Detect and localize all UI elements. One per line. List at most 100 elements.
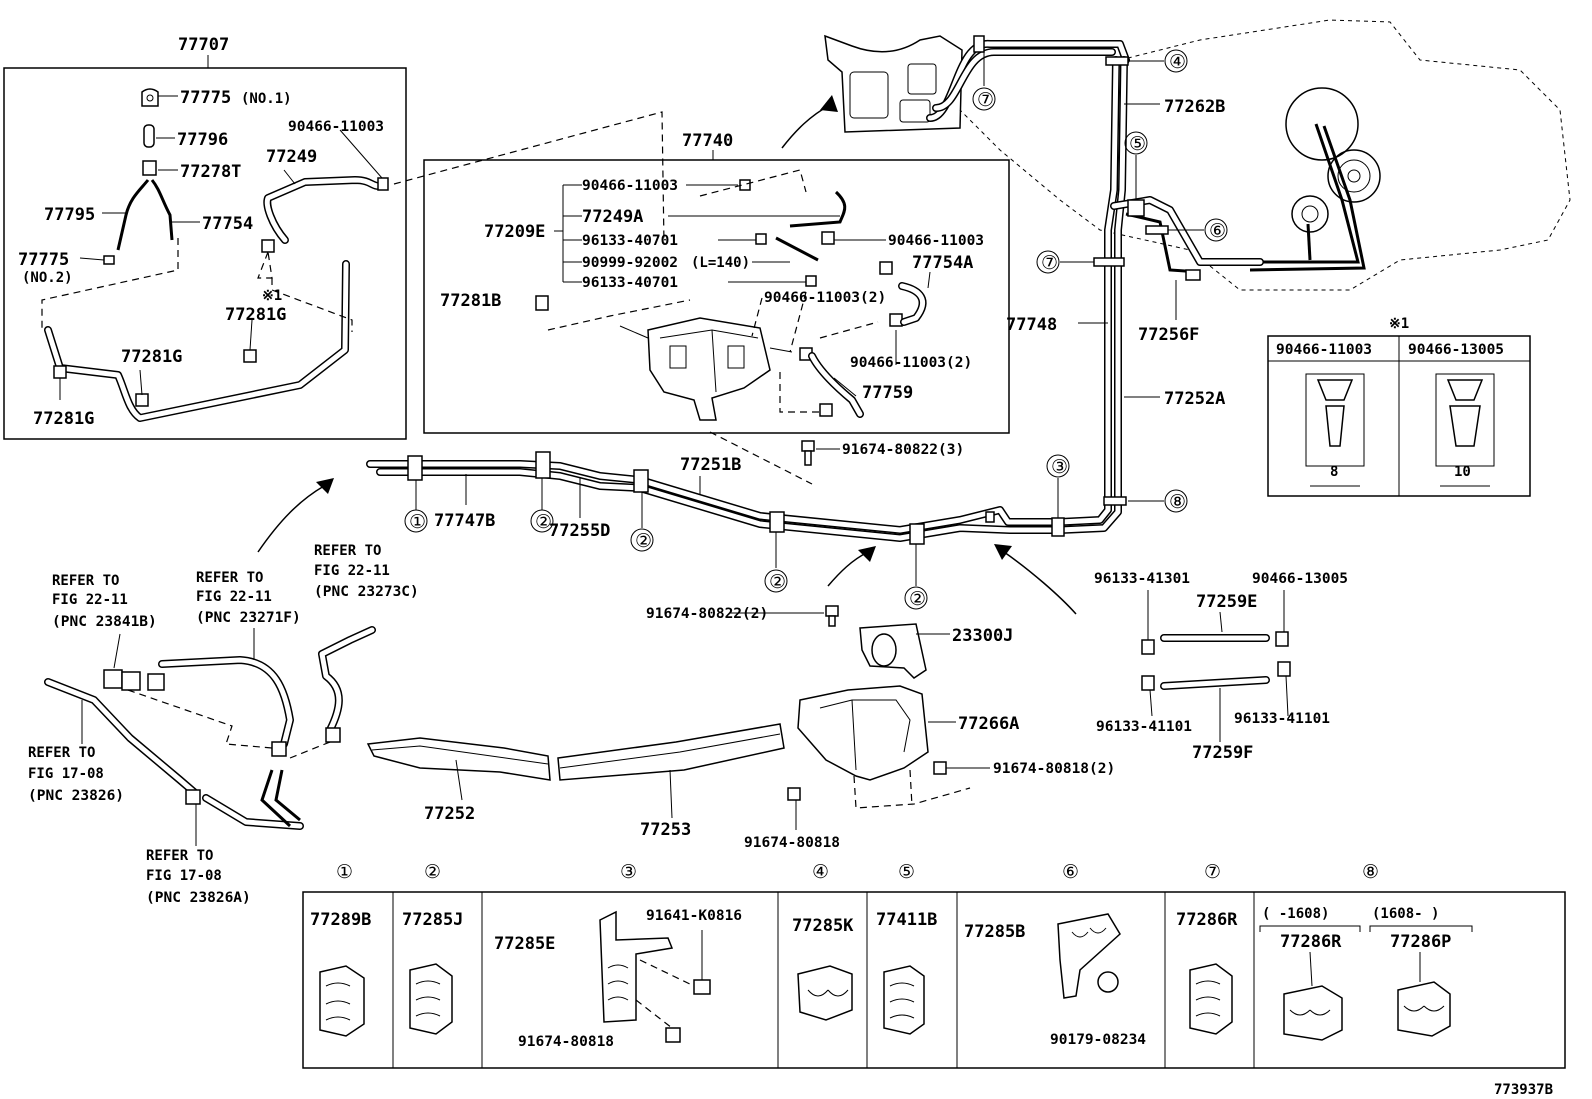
label-90466-11003-b: 90466-11003 [582,178,678,194]
label-96133-40701-b: 96133-40701 [582,275,678,291]
label-77253: 77253 [640,820,691,840]
callout-2a: ② [535,511,552,533]
callout-2c: ② [769,571,786,593]
refer-note-3-line1: REFER TO [196,570,263,586]
label-90466-11003-2b: 90466-11003(2) [850,355,972,371]
kit-77740-frame [423,159,1010,434]
legend-num-3: ③ [620,861,637,883]
label-77259e: 77259E [1196,592,1257,612]
legend-num-4: ④ [812,861,829,883]
label-77754a: 77754A [912,253,973,273]
legend-77285b: 77285B [964,922,1025,942]
clip-table-part-1: 90466-11003 [1276,342,1372,358]
legend-num-5: ⑤ [898,861,915,883]
legend-num-7: ⑦ [1204,861,1221,883]
callout-4: ④ [1169,51,1186,73]
callout-2b: ② [635,530,652,552]
label-77281g-c: 77281G [33,409,94,429]
valve-77278t-shape [142,160,157,176]
legend-num-1: ① [336,861,353,883]
label-96133-41101-b: 96133-41101 [1234,711,1330,727]
kit-77740: 77740 77209E 90466-11003 77249A 96133-40… [423,131,1010,434]
refer-note-4-line3: (PNC 23826) [28,788,124,804]
fuel-filter-23300j: 91674-80822(2) 23300J [646,605,1013,679]
hose-joint-77775-shape [141,88,159,107]
refer-note-5-line2: FIG 17-08 [146,868,222,884]
label-90466-13005: 90466-13005 [1252,571,1348,587]
kit-77707: 77707 [3,35,407,440]
label-91674-80822-3: 91674-80822(3) [842,442,964,458]
clamp-drawings [319,910,1451,1043]
label-77255d: 77255D [549,521,610,541]
label-77209e: 77209E [484,222,545,242]
kit-77740-title: 77740 [682,131,733,151]
refer-note-3-line3: (PNC 23271F) [196,610,301,626]
label-77259f: 77259F [1192,743,1253,763]
bolt-91674-80822-3: 91674-80822(3) [801,440,964,466]
clamp-legend: ① ② ③ ④ ⑤ ⑥ ⑦ ⑧ 77289B 77285J 77285E 916… [302,861,1566,1069]
engine-bracket-top [824,34,1130,133]
label-77796: 77796 [177,130,228,150]
legend-77285k: 77285K [792,916,854,936]
refer-note-5-line1: REFER TO [146,848,213,864]
legend-8b-part: 77286P [1390,932,1451,952]
legend-num-8: ⑧ [1362,861,1379,883]
label-mark1: ※1 [262,288,282,304]
refer-note-4-line1: REFER TO [28,745,95,761]
callout-7a: ⑦ [1041,252,1058,274]
refer-notes: REFER TO FIG 22-11 (PNC 23273C) REFER TO… [28,543,419,906]
label-77775-no2: 77775 [18,250,69,270]
kit-77707-frame [3,67,407,440]
callout-7b: ⑦ [977,89,994,111]
horizontal-pipe-bundle [366,451,1065,545]
legend-8a-part: 77286R [1280,932,1342,952]
refer-note-1-line2: FIG 22-11 [314,563,390,579]
main-callouts: ① ② ② ② ② ③ ④ ⑤ ⑥ ⑦ ⑦ ⑧ [404,49,1228,610]
refer-note-5-line3: (PNC 23826A) [146,890,251,906]
label-90466-11003-a: 90466-11003 [288,119,384,135]
label-77262b: 77262B [1164,97,1225,117]
legend-num-6: ⑥ [1062,861,1079,883]
label-77795: 77795 [44,205,95,225]
callout-5: ⑤ [1129,133,1146,155]
label-91674-80822-2: 91674-80822(2) [646,606,768,622]
label-77747b: 77747B [434,511,495,531]
fuel-tank-outline [959,19,1571,291]
charcoal-canister-shape [647,317,771,421]
label-77281g-b: 77281G [121,347,182,367]
clip-table-dim-1: 8 [1330,464,1338,480]
legend-77411b: 77411B [876,910,937,930]
legend-77285e: 77285E [494,934,555,954]
callout-3: ③ [1051,456,1068,478]
label-77252a: 77252A [1164,389,1225,409]
clip-table-part-2: 90466-13005 [1408,342,1504,358]
clip-table-mark: ※1 [1389,316,1409,332]
refer-note-1-line1: REFER TO [314,543,381,559]
hose-77796-shape [143,124,155,148]
legend-91641-k0816: 91641-K0816 [646,908,742,924]
clip-table: ※1 90466-11003 90466-13005 8 10 [1267,316,1531,497]
callout-1: ① [409,511,426,533]
label-77266a: 77266A [958,714,1019,734]
label-77249a: 77249A [582,207,643,227]
label-77281g-a: 77281G [225,305,286,325]
refer-note-1-line3: (PNC 23273C) [314,584,419,600]
label-90999-92002: 90999-92002 [582,255,678,271]
label-77775: 77775 [180,88,231,108]
label-77748: 77748 [1006,315,1057,335]
label-90466-11003-2a: 90466-11003(2) [764,290,886,306]
callout-8: ⑧ [1169,491,1186,513]
legend-8b-range: (1608- ) [1372,906,1439,922]
refer-note-2-line2: FIG 22-11 [52,592,128,608]
clip-table-dim-2: 10 [1454,464,1471,480]
label-no1: (NO.1) [241,91,292,107]
label-90466-11003-c: 90466-11003 [888,233,984,249]
label-77759: 77759 [862,383,913,403]
legend-8a-range: ( -1608) [1262,906,1329,922]
refer-note-2-line3: (PNC 23841B) [52,614,157,630]
legend-77286r: 77286R [1176,910,1238,930]
protector-77266a: 77266A 91674-80818(2) 91674-80818 [744,685,1115,851]
label-77249: 77249 [266,147,317,167]
label-no2: (NO.2) [22,270,73,286]
